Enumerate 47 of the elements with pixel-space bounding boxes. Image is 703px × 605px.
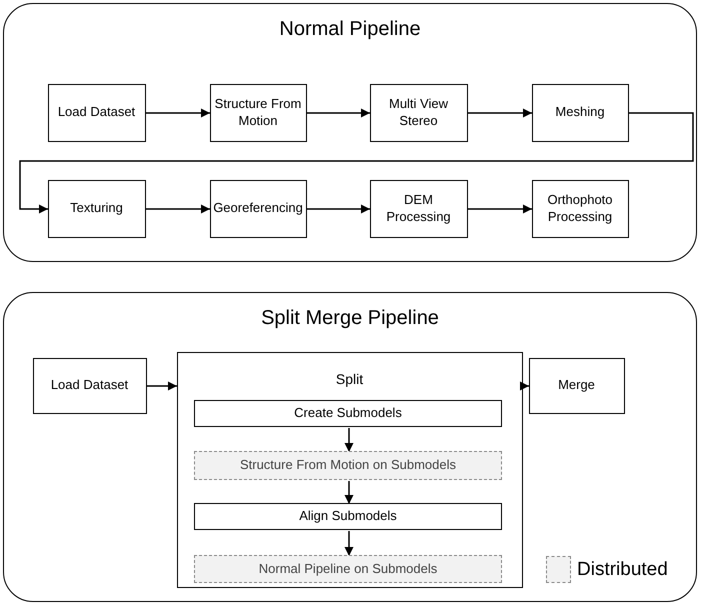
arrow <box>468 204 532 214</box>
pipeline-panel <box>3 292 697 602</box>
arrow <box>468 108 532 118</box>
arrow <box>147 382 177 390</box>
box-label: Structure From Motion on Submodels <box>240 457 456 474</box>
pipeline-panel <box>176 352 522 588</box>
panel-title: Normal Pipeline <box>279 18 421 41</box>
process-box <box>194 503 502 530</box>
legend-label: Distributed <box>577 558 668 580</box>
pipeline-panel <box>3 3 697 262</box>
arrow <box>307 204 370 214</box>
arrow <box>146 108 210 118</box>
process-box <box>48 180 146 238</box>
process-box <box>210 84 306 142</box>
process-box <box>532 180 628 238</box>
arrow <box>19 112 694 214</box>
process-box <box>370 180 468 238</box>
arrow <box>344 481 354 504</box>
box-label: Georeferencing <box>213 200 303 217</box>
arrow <box>307 108 370 118</box>
panel-title: Split Merge Pipeline <box>261 307 439 330</box>
process-box <box>532 84 628 142</box>
process-box <box>210 180 306 238</box>
box-label: Texturing <box>70 200 123 217</box>
box-label: Load Dataset <box>50 377 128 394</box>
box-label: Load Dataset <box>58 104 136 121</box>
distributed-step-box <box>194 555 502 583</box>
box-label: Multi View Stereo <box>388 96 449 129</box>
box-label: Merge <box>558 377 595 394</box>
panel-title: Split <box>336 370 364 386</box>
arrow <box>146 204 210 214</box>
arrow <box>520 382 529 390</box>
box-label: Normal Pipeline on Submodels <box>258 560 438 578</box>
box-label: Orthophoto Processing <box>546 192 614 225</box>
box-label: Meshing <box>555 104 605 121</box>
box-label: Create Submodels <box>294 405 402 422</box>
process-box <box>370 84 468 142</box>
process-box <box>32 358 146 414</box>
box-label: DEM Processing <box>385 192 452 225</box>
arrow <box>344 428 354 452</box>
process-box <box>194 400 502 427</box>
arrow <box>344 531 354 556</box>
box-label: Align Submodels <box>299 508 397 525</box>
box-label: Structure From Motion <box>214 96 302 129</box>
process-box <box>528 358 624 414</box>
distributed-step-box <box>194 451 502 480</box>
process-box <box>48 84 146 142</box>
